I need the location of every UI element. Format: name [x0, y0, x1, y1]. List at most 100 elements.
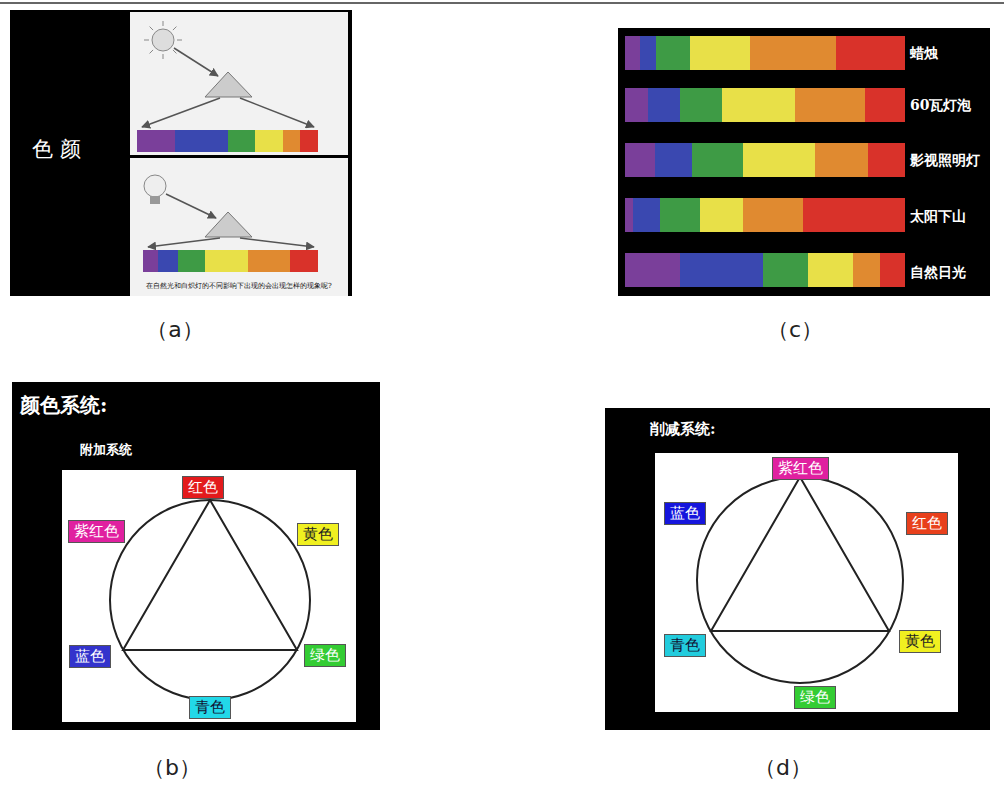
spectrum-segment — [143, 250, 158, 272]
spectrum-segment — [750, 36, 836, 70]
panel-caption: （a） — [146, 315, 203, 345]
spectrum-segment — [795, 88, 865, 122]
spectrum-segment — [700, 198, 743, 232]
color-label-box: 青色 — [664, 634, 706, 657]
spectrum-segment — [283, 130, 300, 152]
panel-text: 削减系统: — [650, 420, 716, 440]
color-label-box: 黄色 — [899, 630, 941, 653]
color-triangle — [123, 500, 297, 650]
spectrum-segment — [178, 250, 205, 272]
spectrum-segment — [625, 36, 640, 70]
spectrum-segment — [255, 130, 283, 152]
spectrum-segment — [137, 130, 175, 152]
spectrum-segment — [868, 143, 905, 177]
sub-panel — [130, 158, 348, 296]
panel-text: 色 颜 — [32, 136, 81, 163]
sun-ray — [150, 50, 154, 54]
color-label-box: 青色 — [189, 696, 231, 719]
color-label-box: 黄色 — [297, 523, 339, 546]
spectrum-segment — [865, 88, 905, 122]
spectrum-segment — [656, 36, 690, 70]
panel-caption: （d） — [754, 753, 812, 783]
sun-ray — [173, 27, 177, 31]
sun-ray — [163, 54, 164, 59]
spectrum-segment — [248, 250, 290, 272]
color-label-box: 紫红色 — [772, 457, 829, 480]
color-label-box: 蓝色 — [69, 645, 111, 668]
color-circle — [697, 477, 903, 683]
panel-ground — [10, 10, 352, 296]
panel-text: 附加系统 — [80, 442, 132, 459]
light-arrow — [142, 98, 220, 127]
panel-text: 自然日光 — [910, 263, 966, 281]
rule-line — [0, 2, 1004, 4]
color-name: 红色 — [912, 514, 942, 533]
spectrum-segment — [722, 88, 795, 122]
additive-panel: 颜色系统: 附加系统红色紫红色 黄色蓝色 绿色青色 — [12, 382, 380, 730]
color-label-box: 红色 — [906, 512, 948, 535]
color-name: 黄色 — [905, 632, 935, 651]
spectrum-segment — [743, 198, 803, 232]
spectrum-segment — [680, 88, 722, 122]
spectrum-segment — [763, 253, 808, 287]
spectrum-segment — [648, 88, 680, 122]
spectrum-segment — [808, 253, 853, 287]
color-name: 青色 — [195, 698, 225, 717]
spectrum-segment — [290, 250, 318, 272]
spectrum-segment — [803, 198, 905, 232]
color-label-box: 红色 — [182, 476, 224, 499]
spectrum-segment — [625, 143, 655, 177]
color-name: 蓝色 — [75, 647, 105, 666]
bulb-icon — [144, 175, 166, 204]
color-label-box: 绿色 — [794, 686, 836, 709]
spectrum-segment — [690, 36, 750, 70]
color-triangle — [711, 477, 889, 631]
color-name: 黄色 — [303, 525, 333, 544]
spectrum-segment — [633, 198, 660, 232]
spectrum-segment — [228, 130, 255, 152]
sun-icon — [144, 21, 182, 59]
prism — [205, 72, 252, 97]
panel-text: 影视照明灯 — [910, 151, 980, 169]
sun-ray — [144, 40, 149, 41]
color-name: 青色 — [670, 636, 700, 655]
spectrum-segment — [625, 88, 648, 122]
spectrum-segment — [880, 253, 905, 287]
panel-ground — [605, 408, 990, 730]
light-arrow — [240, 238, 314, 247]
spectrum-segment — [680, 253, 763, 287]
sun-ray — [177, 40, 182, 41]
panel-text: 颜色系统: — [20, 392, 107, 418]
subtractive-panel: 削减系统: 紫红色蓝色红色青色 黄色绿色 — [605, 408, 990, 730]
spectrum-segment — [625, 198, 633, 232]
sun-ray — [150, 27, 154, 31]
panel-caption: （b） — [143, 753, 201, 783]
light-arrow — [166, 194, 216, 218]
panel-text: 在自然光和白炽灯的不同影响下出现的会出现怎样的现象呢? — [130, 282, 348, 291]
color-circle — [110, 500, 310, 700]
color-name: 绿色 — [800, 688, 830, 707]
spectrum-segment — [640, 36, 656, 70]
light-arrow — [240, 98, 314, 127]
light-arrow — [174, 48, 218, 76]
light-arrow — [148, 238, 220, 247]
panel-text: 蜡烛 — [910, 44, 938, 62]
spectrum-bars — [625, 36, 905, 287]
spectrum-segment — [300, 130, 318, 152]
spectrum-segment — [815, 143, 868, 177]
color-label-box: 紫红色 — [68, 520, 125, 543]
color-name: 紫红色 — [74, 522, 119, 541]
spectrum-segment — [158, 250, 178, 272]
panel-ground — [618, 28, 990, 296]
spectrum-segment — [660, 198, 700, 232]
sub-panel — [130, 12, 348, 155]
color-name: 紫红色 — [778, 459, 823, 478]
spectrum-segment — [692, 143, 743, 177]
diagram-ground — [655, 453, 958, 712]
color-label-box: 绿色 — [304, 644, 346, 667]
spectrum-segment — [655, 143, 692, 177]
color-name: 蓝色 — [670, 504, 700, 523]
color-name: 绿色 — [310, 646, 340, 665]
